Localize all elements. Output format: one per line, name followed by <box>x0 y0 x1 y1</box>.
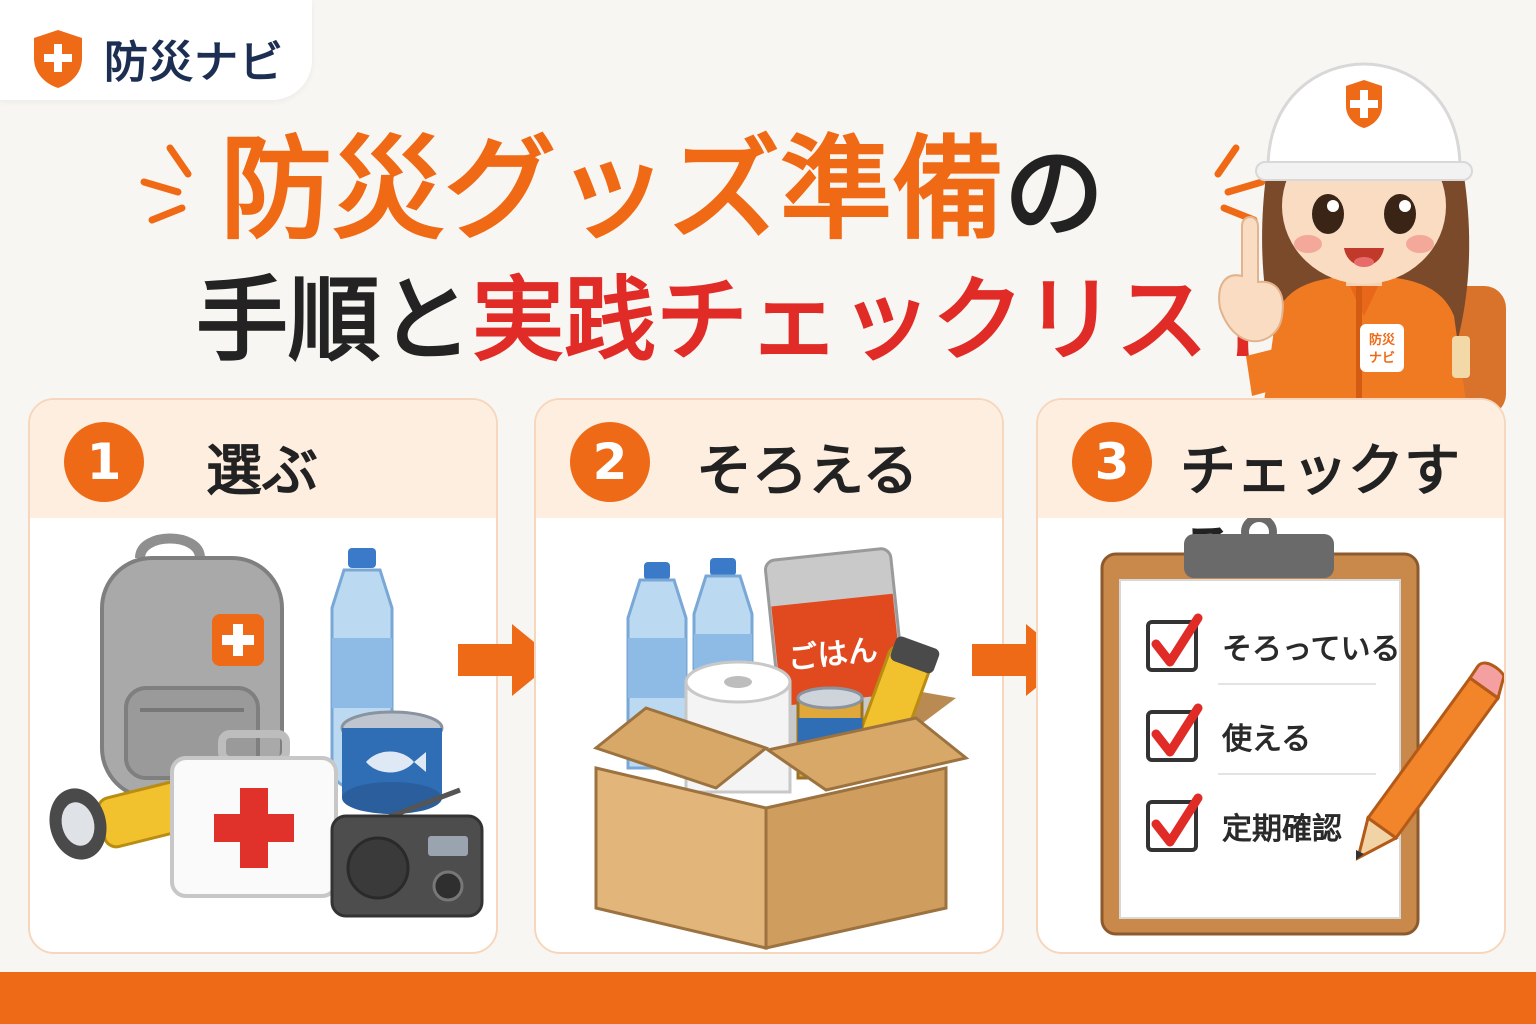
checklist-item-1: そろっている <box>1222 632 1401 667</box>
step-header-3: 3 チェックする <box>1038 400 1504 585</box>
mascot-character: 防災 ナビ <box>1218 62 1506 416</box>
step-title-1: 選ぶ <box>206 439 318 504</box>
step-header-1: 1 選ぶ <box>30 400 496 518</box>
title-particle: の <box>1004 135 1104 252</box>
title-main: 防災グッズ準備 <box>220 125 1004 255</box>
flashlight-icon <box>859 636 940 752</box>
cardboard-box-icon <box>592 706 970 950</box>
checklist-item-2: 使える <box>1222 722 1312 757</box>
step-2-box-illustration: ごはん <box>592 547 970 950</box>
left-burst-icon <box>140 144 192 224</box>
svg-text:ナビ: ナビ <box>1369 350 1395 366</box>
pencil-icon <box>1355 661 1504 861</box>
step-1-items-illustration <box>49 533 484 918</box>
brand-name: 防災ナビ <box>104 37 284 88</box>
shield-cross-icon <box>34 30 82 88</box>
title-highlight: 実践チェックリスト <box>472 267 1301 374</box>
checklist-item-3: 定期確認 <box>1222 812 1342 847</box>
radio-icon <box>330 787 484 918</box>
step-card-2: 2 そろえる ごはん <box>534 398 1004 954</box>
step-card-1: 1 選ぶ <box>28 398 498 954</box>
step-3-clipboard-illustration <box>1100 518 1504 936</box>
step-number-3: 3 <box>1072 422 1152 502</box>
jacket-badge-text: 防災 <box>1369 332 1396 348</box>
canned-fish-icon <box>340 710 444 814</box>
step-header-2: 2 そろえる <box>536 400 1002 518</box>
bottom-bar <box>0 972 1536 1024</box>
step-number-2: 2 <box>570 422 650 502</box>
brand-logo[interactable]: 防災ナビ <box>0 0 312 100</box>
step-number-1: 1 <box>64 422 144 502</box>
arrow-right-icon <box>458 624 556 696</box>
first-aid-kit-icon <box>170 730 338 898</box>
main-title: 防災グッズ準備の <box>220 126 1180 255</box>
checkbox-icon <box>1146 613 1203 852</box>
step-title-2: そろえる <box>696 439 919 504</box>
step-card-3: 3 チェックする そろっている 使える 定期確認 <box>1036 398 1506 954</box>
sub-title: 手順と実践チェックリスト <box>196 267 1300 374</box>
title-prefix: 手順と <box>196 267 473 374</box>
